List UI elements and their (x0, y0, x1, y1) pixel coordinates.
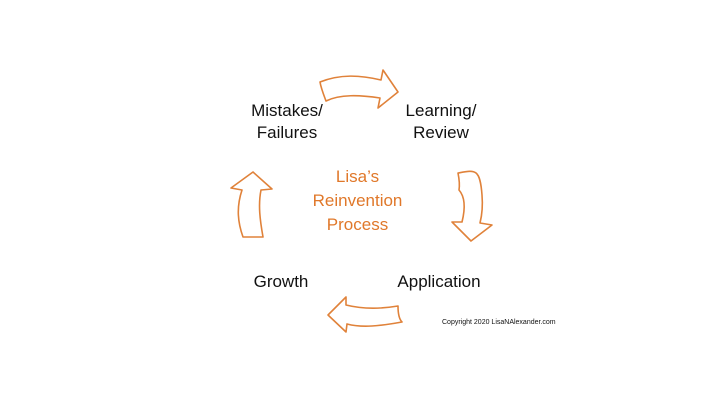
arrow-learning-to-application (451, 170, 493, 242)
center-title-line-1: Lisa’s (335, 167, 380, 186)
node-learning-line-1: Learning/ (405, 101, 477, 120)
node-mistakes-line-2: Failures (256, 123, 318, 142)
node-learning-line-2: Review (413, 123, 469, 142)
node-growth: Growth (253, 272, 309, 291)
center-title-line-3: Process (326, 215, 389, 234)
center-title-line-2: Reinvention (312, 191, 403, 210)
arrow-mistakes-to-learning (319, 69, 399, 109)
center-title: Lisa’s Reinvention Process (290, 165, 425, 237)
node-learning-review: Learning/ Review (386, 100, 496, 144)
copyright-notice: Copyright 2020 LisaNAlexander.com (442, 319, 556, 326)
node-mistakes-line-1: Mistakes/ (251, 101, 323, 120)
arrow-growth-to-mistakes (230, 171, 273, 238)
arrow-application-to-growth (327, 296, 403, 333)
node-application: Application (397, 272, 481, 291)
node-mistakes-failures: Mistakes/ Failures (232, 100, 342, 144)
